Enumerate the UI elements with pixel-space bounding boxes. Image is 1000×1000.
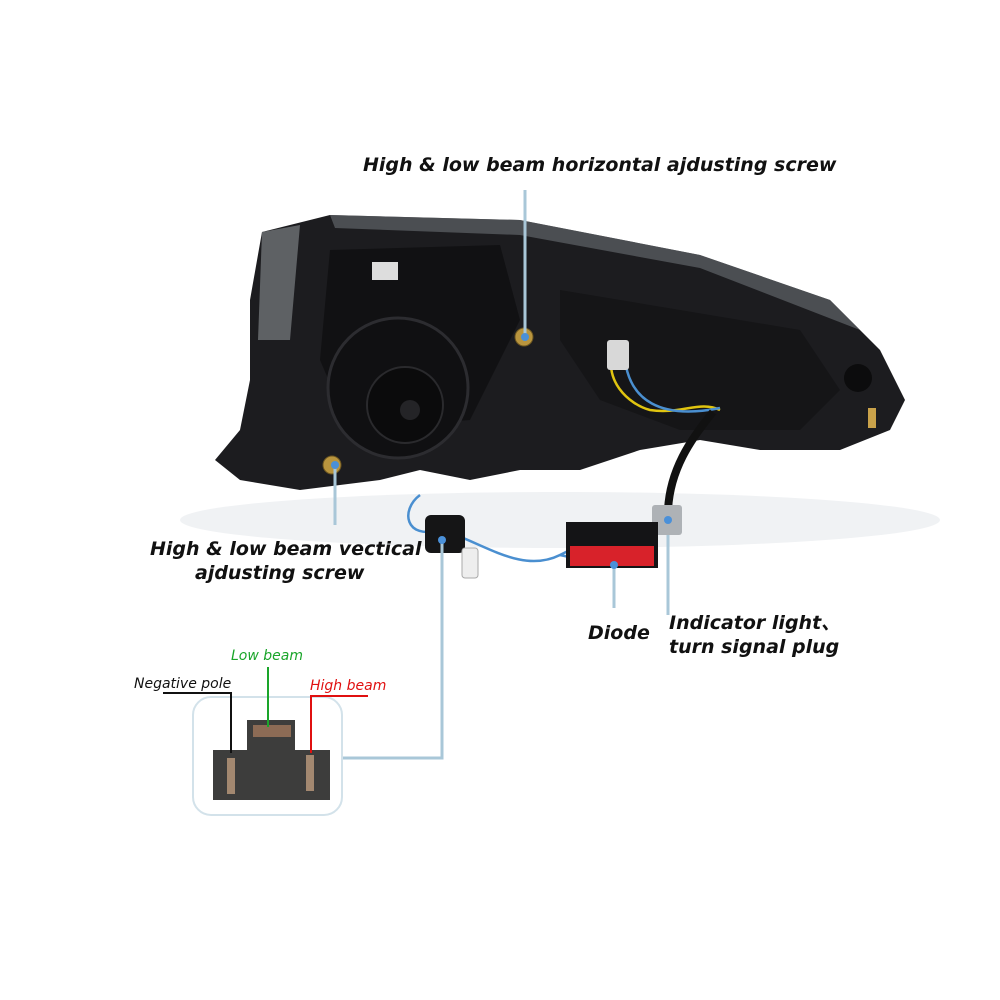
vertical-screw-label-line1: High & low beam vectical [150, 538, 422, 560]
connector-body [213, 720, 330, 800]
low-beam-pin [253, 725, 291, 737]
negative-pole-line [163, 692, 232, 753]
low-beam-label: Low beam [231, 648, 303, 664]
white-connector [461, 547, 479, 579]
turn-bulb [844, 364, 872, 392]
vertical-screw-label-line2: ajdusting screw [195, 562, 365, 584]
negative-pole-label: Negative pole [134, 676, 232, 692]
diode-label: Diode [588, 622, 650, 644]
bulb-connector [425, 515, 465, 553]
lens-edge [330, 215, 890, 360]
wrapped-harness [664, 409, 717, 511]
high-beam-pin [306, 755, 314, 791]
high-beam-label: High beam [310, 678, 387, 694]
horizontal-screw-label: High & low beam horizontal ajdusting scr… [363, 154, 837, 176]
label-sticker [372, 262, 398, 280]
blue-wire [623, 359, 721, 413]
diode-tape [570, 546, 654, 566]
turn-signal-section [560, 290, 840, 430]
socket-center [400, 400, 420, 420]
high-beam-line [310, 695, 368, 753]
indicator-label-line1: Indicator light、 [669, 612, 841, 634]
yellow-wire [609, 344, 721, 413]
leader-lines [333, 190, 670, 760]
wire-clip [607, 340, 629, 370]
negative-pin [227, 758, 235, 794]
side-screw [868, 408, 876, 428]
leader-dots [331, 333, 672, 569]
floor-shadow [180, 492, 940, 548]
side-lens [258, 225, 300, 340]
indicator-label-line2: turn signal plug [669, 636, 840, 658]
leader-connector [342, 540, 444, 760]
